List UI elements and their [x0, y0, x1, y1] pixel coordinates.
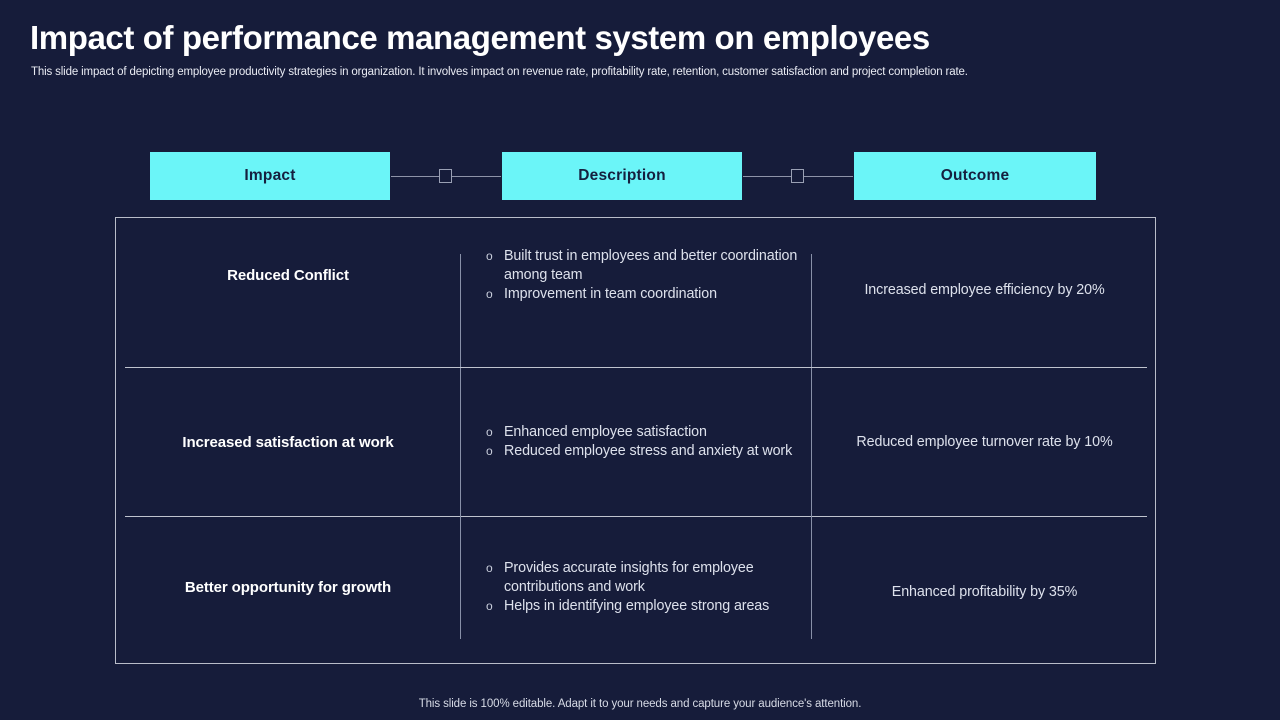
tab-description[interactable]: Description	[502, 152, 742, 200]
outcome-label: Enhanced profitability by 35%	[891, 584, 1078, 600]
description-list: o Built trust in employees and better co…	[461, 247, 811, 304]
list-item-text: Improvement in team coordination	[504, 285, 717, 302]
column-divider	[460, 517, 461, 639]
tab-impact[interactable]: Impact	[150, 152, 390, 200]
list-item: o Built trust in employees and better co…	[486, 247, 801, 285]
cell-outcome: Enhanced profitability by 35%	[812, 517, 1157, 665]
cell-description: o Enhanced employee satisfaction o Reduc…	[461, 368, 811, 517]
list-item-text: Enhanced employee satisfaction	[504, 423, 707, 440]
tab-outcome[interactable]: Outcome	[854, 152, 1096, 200]
list-item: o Helps in identifying employee strong a…	[486, 597, 801, 616]
list-item: o Improvement in team coordination	[486, 285, 801, 304]
impact-label: Increased satisfaction at work	[182, 433, 394, 451]
outcome-label: Increased employee efficiency by 20%	[864, 282, 1105, 298]
bullet-icon: o	[486, 598, 493, 613]
tab-description-label: Description	[578, 167, 666, 184]
list-item: o Provides accurate insights for employe…	[486, 559, 801, 597]
bullet-icon: o	[486, 560, 493, 575]
list-item-text: Reduced employee stress and anxiety at w…	[504, 442, 793, 459]
bullet-icon: o	[486, 443, 493, 458]
page-title: Impact of performance management system …	[30, 19, 930, 56]
cell-impact: Better opportunity for growth	[116, 517, 460, 665]
cell-description: o Built trust in employees and better co…	[461, 218, 811, 368]
table-row: Increased satisfaction at work o Enhance…	[116, 368, 1155, 517]
list-item: o Enhanced employee satisfaction	[486, 423, 801, 442]
bullet-icon: o	[486, 424, 493, 439]
list-item-text: Provides accurate insights for employee …	[504, 559, 754, 595]
cell-outcome: Increased employee efficiency by 20%	[812, 218, 1157, 368]
connector-square-icon	[439, 169, 452, 183]
impact-label: Better opportunity for growth	[184, 579, 392, 596]
list-item-text: Helps in identifying employee strong are…	[504, 597, 770, 614]
footer-note: This slide is 100% editable. Adapt it to…	[418, 698, 862, 710]
tab-outcome-label: Outcome	[940, 167, 1010, 184]
cell-impact: Reduced Conflict	[116, 218, 460, 368]
cell-description: o Provides accurate insights for employe…	[461, 517, 811, 665]
column-divider	[460, 368, 461, 517]
description-list: o Enhanced employee satisfaction o Reduc…	[461, 423, 811, 461]
description-list: o Provides accurate insights for employe…	[461, 559, 811, 616]
connector-square-icon	[791, 169, 804, 183]
column-divider	[460, 254, 461, 367]
row-divider	[125, 367, 1147, 368]
table-row: Reduced Conflict o Built trust in employ…	[116, 218, 1155, 368]
tab-impact-label: Impact	[244, 167, 296, 184]
impact-table: Reduced Conflict o Built trust in employ…	[115, 217, 1156, 664]
impact-label: Reduced Conflict	[227, 267, 349, 284]
list-item: o Reduced employee stress and anxiety at…	[486, 442, 801, 461]
cell-impact: Increased satisfaction at work	[116, 368, 460, 517]
list-item-text: Built trust in employees and better coor…	[504, 247, 798, 283]
column-divider	[811, 368, 812, 517]
connector-impact-description	[391, 169, 501, 183]
table-row: Better opportunity for growth o Provides…	[116, 517, 1155, 665]
page-subtitle: This slide impact of depicting employee …	[31, 66, 968, 78]
outcome-label: Reduced employee turnover rate by 10%	[856, 434, 1113, 450]
column-divider	[811, 254, 812, 367]
connector-description-outcome	[743, 169, 853, 183]
cell-outcome: Reduced employee turnover rate by 10%	[812, 368, 1157, 517]
column-header-tabs: Impact Description Outcome	[150, 152, 1096, 200]
column-divider	[811, 517, 812, 639]
bullet-icon: o	[486, 286, 493, 301]
bullet-icon: o	[486, 248, 493, 263]
row-divider	[125, 516, 1147, 517]
